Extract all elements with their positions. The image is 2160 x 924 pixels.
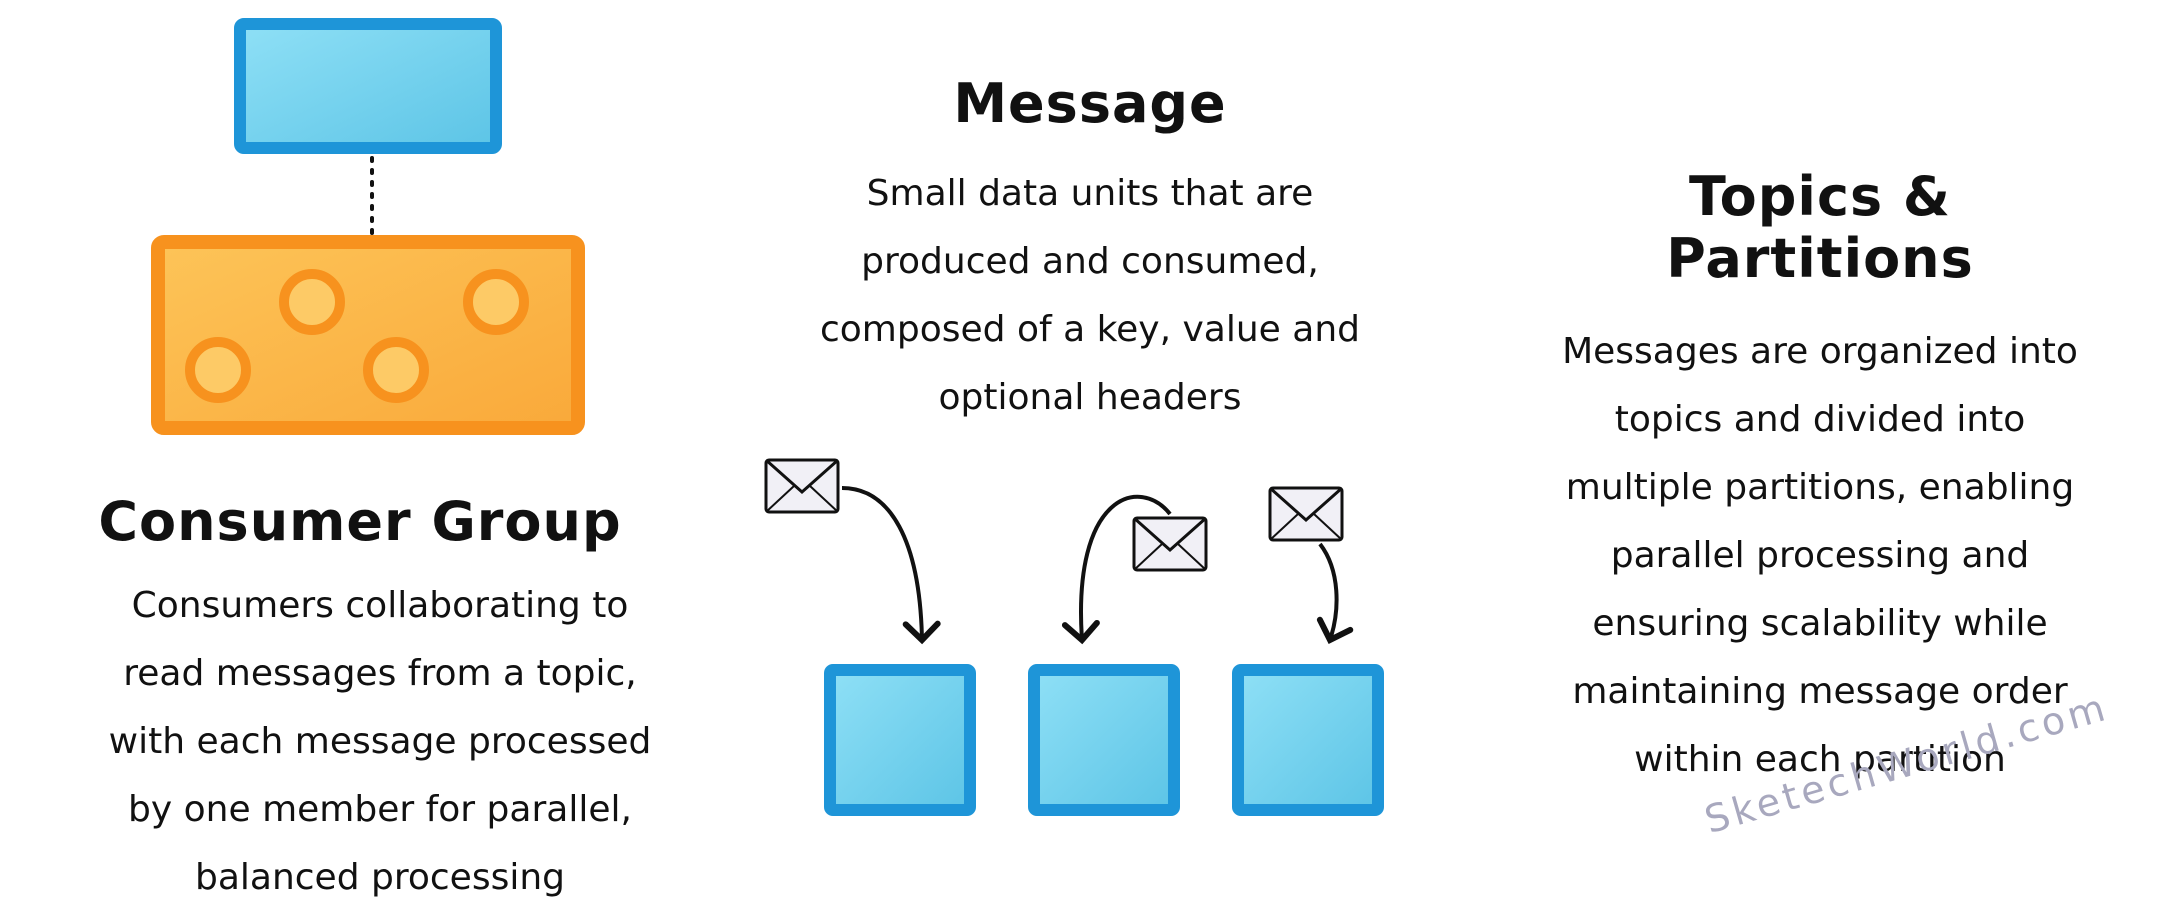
description-line: by one member for parallel, [128, 789, 632, 830]
description-line: multiple partitions, enabling [1565, 467, 2075, 508]
consumer-group-description: Consumers collaborating to read messages… [40, 572, 720, 912]
partition-box-icon [824, 664, 976, 816]
consumer-group-icon [151, 235, 585, 435]
description-line: ensuring scalability while [1592, 603, 2048, 644]
title-line: Topics & [1689, 165, 1951, 228]
curved-arrow-icon [841, 486, 941, 645]
topics-partitions-title: Topics & Partitions [1520, 166, 2120, 290]
description-line: balanced processing [194, 857, 566, 898]
consumer-circle [463, 269, 529, 335]
description-line: optional headers [938, 377, 1242, 418]
consumer-circle [185, 337, 251, 403]
envelope-icon [1132, 516, 1208, 572]
message-description: Small data units that are produced and c… [760, 160, 1420, 432]
partition-box-icon [1028, 664, 1180, 816]
consumer-circle [363, 337, 429, 403]
description-line: composed of a key, value and [819, 309, 1361, 350]
description-line: maintaining message order [1572, 671, 2068, 712]
message-title: Message [953, 72, 1227, 135]
consumer-group-title: Consumer Group [98, 490, 622, 553]
description-line: Consumers collaborating to [131, 585, 629, 626]
curved-arrow-icon [1316, 542, 1354, 645]
description-line: with each message processed [108, 721, 652, 762]
description-line: parallel processing and [1610, 535, 2030, 576]
topic-box-icon [234, 18, 502, 154]
partition-box-icon [1232, 664, 1384, 816]
consumer-circle [279, 269, 345, 335]
description-line: Small data units that are [866, 173, 1314, 214]
title-line: Partitions [1666, 227, 1974, 290]
description-line: produced and consumed, [861, 241, 1319, 282]
curved-arrow-icon [1061, 494, 1172, 645]
description-line: topics and divided into [1614, 399, 2026, 440]
description-line: Messages are organized into [1562, 331, 2078, 372]
topics-partitions-description: Messages are organized into topics and d… [1500, 318, 2140, 794]
description-line: within each partition [1634, 739, 2006, 780]
description-line: read messages from a topic, [123, 653, 637, 694]
envelope-icon [1268, 486, 1344, 542]
envelope-icon [764, 458, 840, 514]
